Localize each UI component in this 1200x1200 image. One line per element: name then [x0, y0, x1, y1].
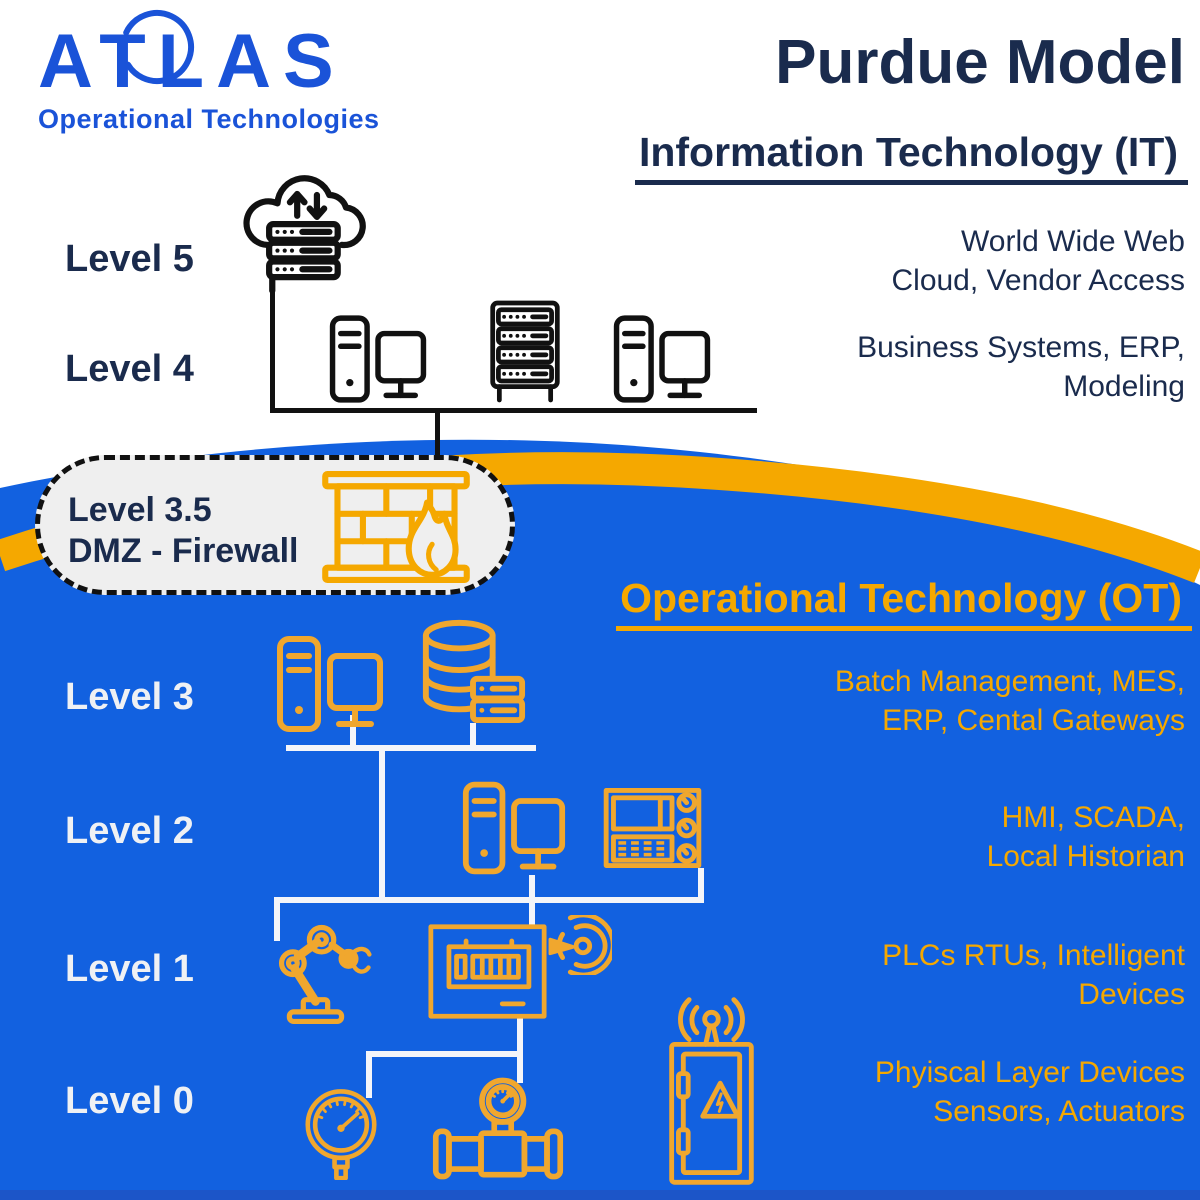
ot-bus-level3: [286, 745, 536, 751]
level-2-label: Level 2: [65, 810, 194, 852]
database-servers-icon: [418, 616, 528, 726]
level-1-description: PLCs RTUs, Intelligent Devices: [882, 939, 1185, 1011]
level-1-label: Level 1: [65, 948, 194, 990]
level-2-description: HMI, SCADA, Local Historian: [986, 801, 1185, 873]
it-zone-heading: Information Technology (IT): [634, 132, 1188, 185]
it-connector-vertical: [270, 288, 275, 410]
level-0-description: Phyiscal Layer Devices Sensors, Actuator…: [874, 1056, 1185, 1128]
workstation-icon: [328, 310, 428, 408]
ot-wire: [470, 723, 476, 751]
level-4-label: Level 4: [65, 348, 194, 390]
level-0-label: Level 0: [65, 1080, 194, 1122]
logo-tagline: Operational Technologies: [38, 104, 380, 134]
ot-wire: [529, 897, 535, 927]
logo-orbit-icon: [120, 10, 194, 84]
dmz-label: Level 3.5 DMZ - Firewall: [68, 491, 299, 570]
cloud-servers-icon: [238, 172, 373, 297]
pressure-gauge-icon: [304, 1084, 378, 1180]
ot-zone-heading: Operational Technology (OT): [616, 578, 1192, 631]
level-4-description: Business Systems, ERP, Modeling: [857, 331, 1185, 403]
ot-wire: [529, 875, 535, 903]
it-bus-line: [270, 408, 757, 413]
firewall-icon: [322, 470, 470, 584]
ot-wire: [366, 1051, 372, 1098]
ot-wire: [350, 715, 356, 751]
wireless-signal-icon: [548, 915, 612, 975]
hmi-panel-icon: [603, 788, 702, 868]
dmz-firewall-pill: Level 3.5 DMZ - Firewall: [35, 455, 515, 595]
flow-valve-icon: [432, 1076, 564, 1181]
ot-bus-level0: [366, 1051, 523, 1057]
level-3-description: Batch Management, MES, ERP, Cental Gatew…: [834, 665, 1185, 737]
page-title: Purdue Model: [775, 28, 1185, 97]
bottom-strip: [0, 1190, 1200, 1200]
server-rack-icon: [487, 293, 563, 410]
ot-wire: [698, 868, 704, 902]
workstation-icon: [461, 778, 567, 878]
robot-arm-icon: [272, 914, 372, 1028]
control-cabinet-icon: [660, 993, 762, 1189]
ot-wire: [517, 1051, 523, 1083]
level-3-label: Level 3: [65, 676, 194, 718]
logo-wordmark: ATLAS: [38, 19, 346, 104]
workstation-icon: [275, 620, 385, 748]
it-dmz-drop-line: [435, 410, 440, 466]
logo: ATLAS Operational Technologies: [38, 24, 380, 135]
plc-icon: [428, 923, 547, 1020]
ot-wire: [517, 1016, 523, 1056]
level-5-label: Level 5: [65, 238, 194, 280]
workstation-icon: [612, 310, 712, 408]
ot-wire: [379, 745, 385, 903]
ot-zone-heading-wrap: Operational Technology (OT): [616, 578, 1192, 631]
level-5-description: World Wide Web Cloud, Vendor Access: [891, 225, 1185, 297]
ot-bus-level2: [274, 897, 704, 903]
it-zone-heading-wrap: Information Technology (IT): [634, 132, 1188, 185]
ot-wire: [274, 897, 280, 941]
